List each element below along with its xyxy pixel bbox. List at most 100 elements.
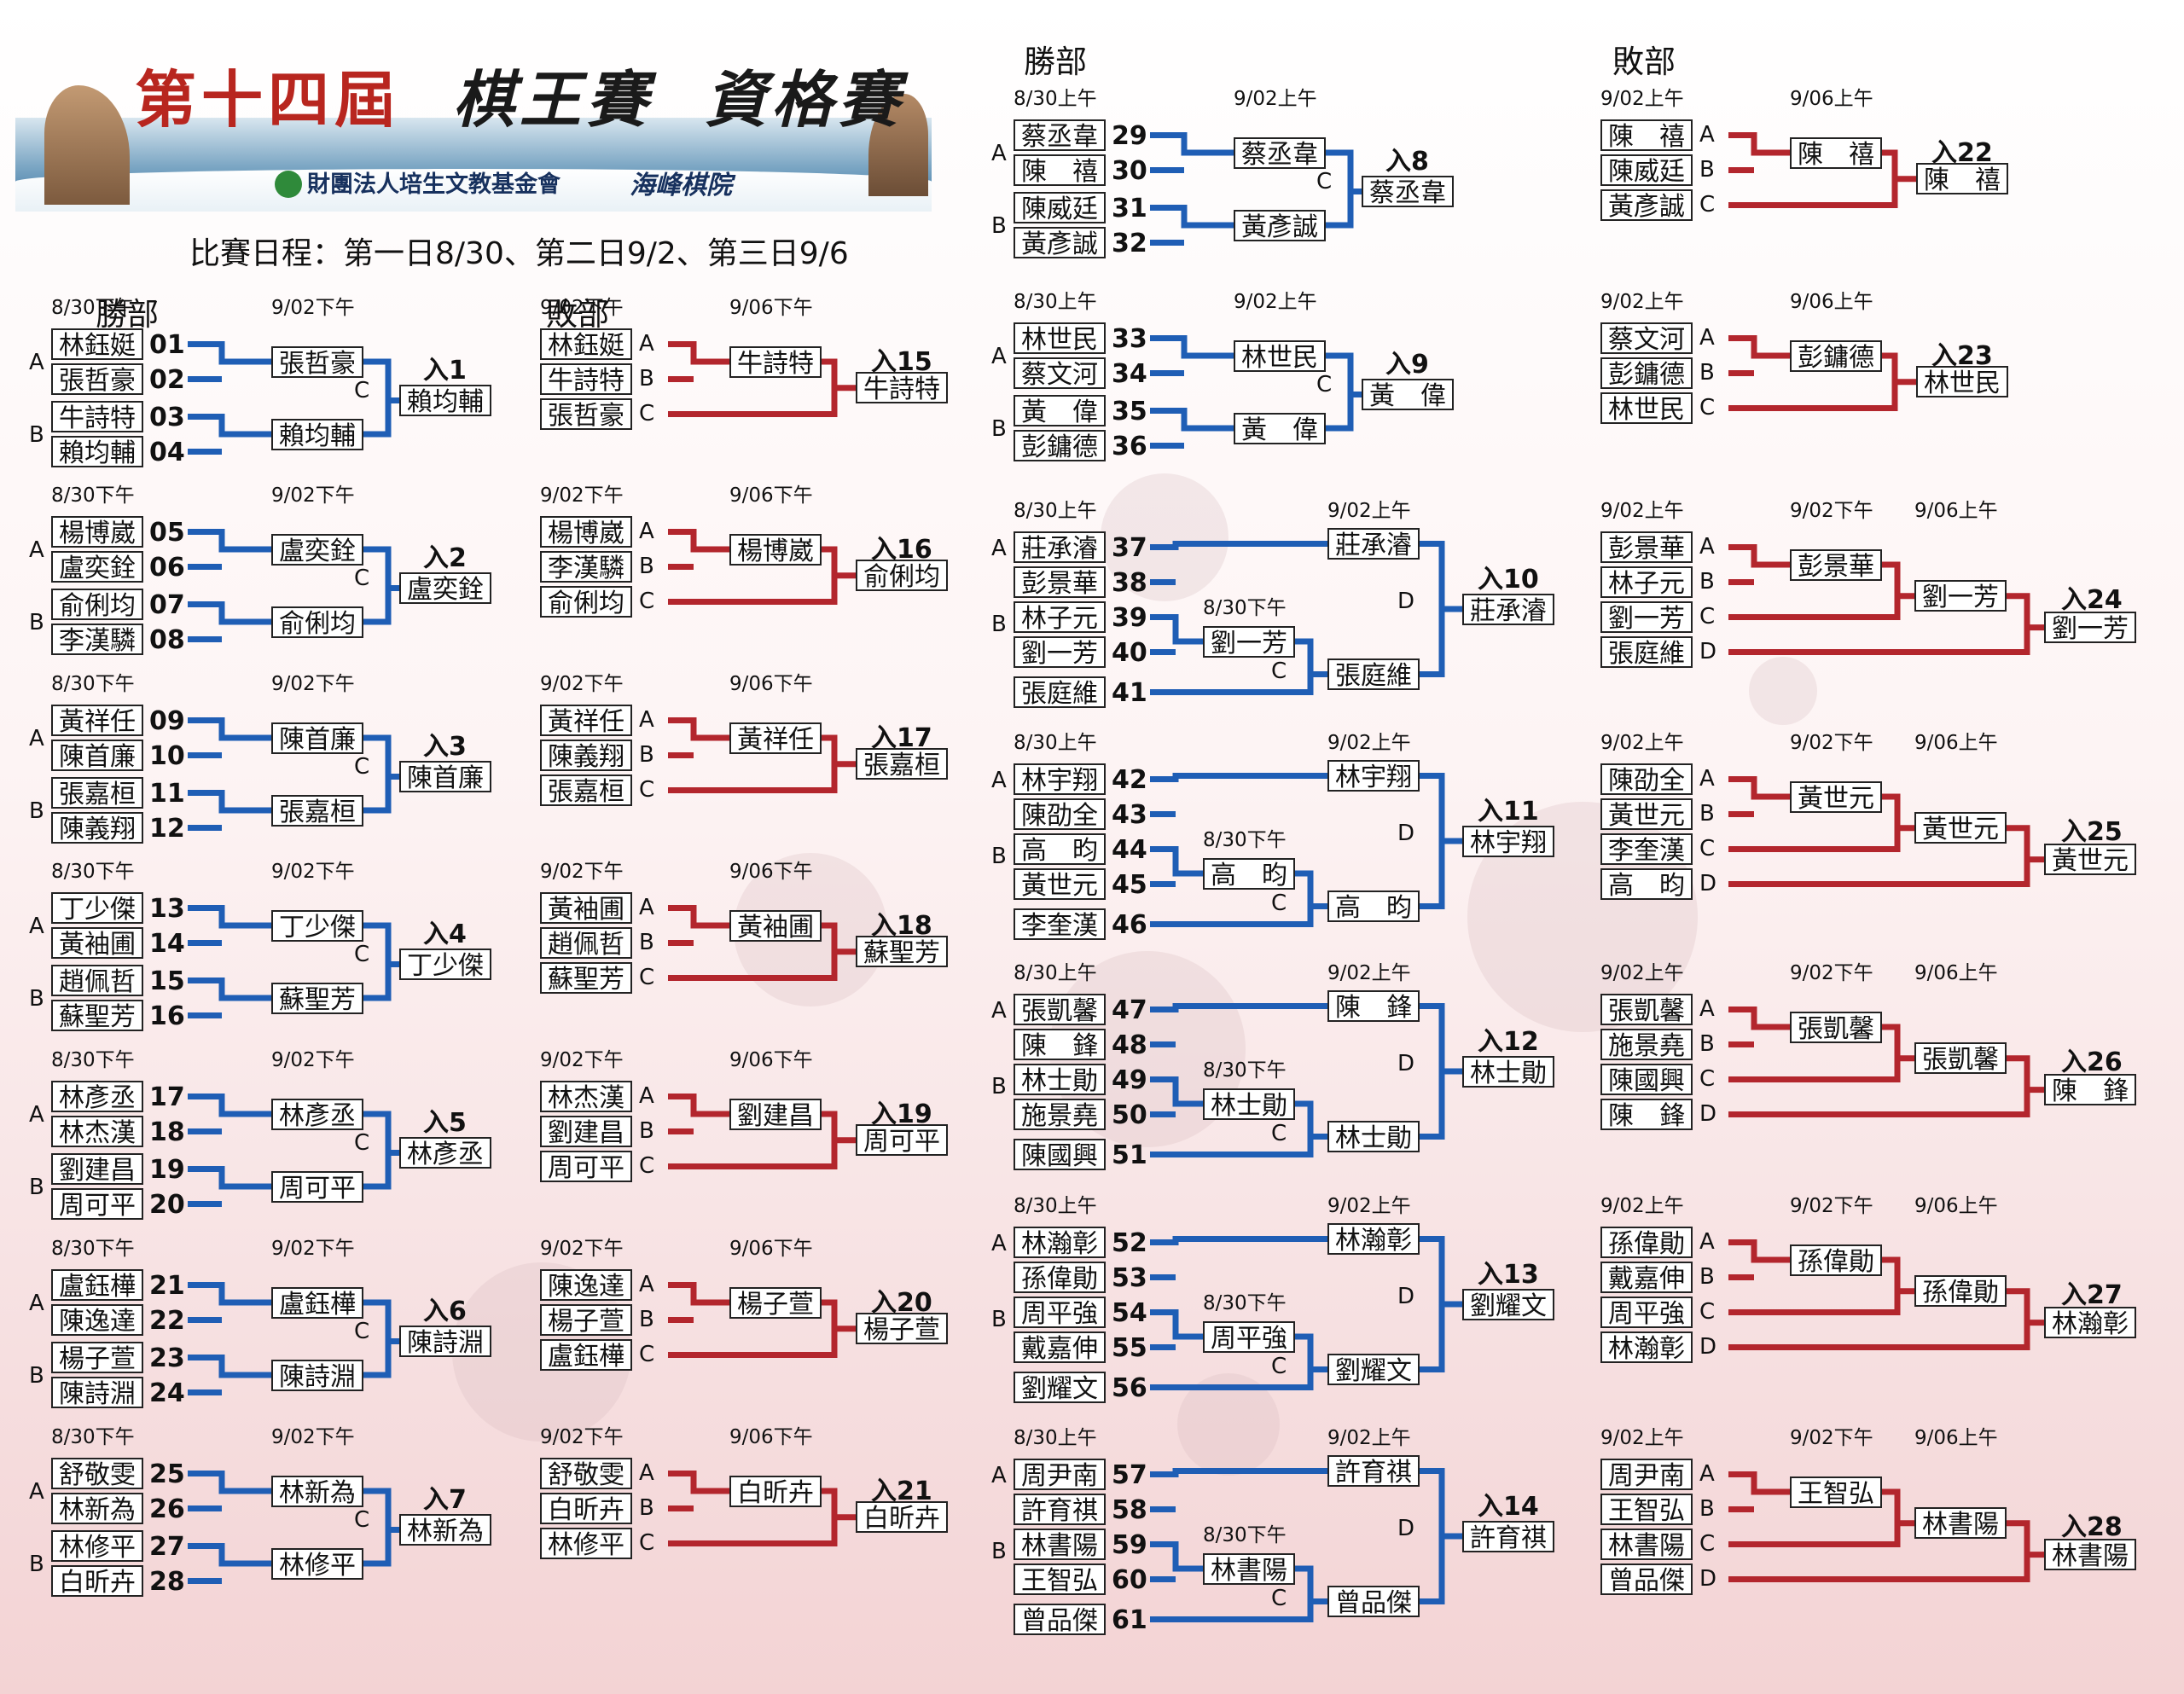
final-name: 林士勛 — [1462, 1055, 1554, 1088]
final-name: 周可平 — [856, 1124, 948, 1157]
seed-number: 53 — [1112, 1263, 1147, 1293]
match-letter: C — [354, 1129, 370, 1156]
winner-name: 陳首廉 — [271, 722, 363, 754]
bracket-line — [1420, 1468, 1445, 1604]
player-name: 施景堯 — [1600, 1029, 1693, 1060]
seed-number: 48 — [1112, 1030, 1147, 1060]
player-name: 林士勛 — [1014, 1064, 1106, 1095]
final-name: 林世民 — [1916, 366, 2008, 398]
player-name: 高 昀 — [1600, 868, 1693, 900]
player-name: 陳劭全 — [1014, 798, 1106, 830]
player-name: 陳威廷 — [1600, 154, 1693, 186]
match-letter: A — [1699, 1229, 1715, 1255]
winner-name: 孫偉勛 — [1914, 1275, 2007, 1308]
seed-number: 03 — [149, 403, 185, 432]
round-date: 8/30上午 — [1014, 732, 1097, 754]
seed-number: 55 — [1112, 1333, 1147, 1363]
bracket-line — [1728, 132, 1790, 156]
bracket-line — [188, 1094, 271, 1117]
seed-number: 07 — [149, 590, 185, 620]
winner-name: 張哲豪 — [271, 345, 363, 378]
round-date: 9/06上午 — [1914, 1195, 1998, 1217]
seed-number: 23 — [149, 1343, 185, 1373]
bracket-line — [1295, 870, 1327, 909]
winner-name: 林書陽 — [1203, 1552, 1295, 1585]
match-letter: B — [639, 554, 654, 579]
bracket-line — [1728, 825, 2030, 887]
seed-number: 60 — [1112, 1565, 1147, 1595]
winner-name: 劉一芳 — [1203, 625, 1295, 658]
section-heading: 勝部 — [1024, 44, 1087, 80]
group-letter: A — [29, 350, 44, 375]
match-letter: C — [1271, 1121, 1287, 1146]
winner-name: 王智弘 — [1790, 1476, 1882, 1508]
winner-name: 孫偉勛 — [1790, 1244, 1882, 1276]
match-letter: B — [1699, 569, 1715, 595]
bracket-line — [188, 1282, 271, 1306]
group-letter: B — [991, 1539, 1007, 1564]
seed-number: 38 — [1112, 568, 1147, 598]
bracket-line — [1728, 1024, 1901, 1082]
player-name: 蘇聖芳 — [540, 962, 632, 994]
match-letter: A — [639, 1460, 654, 1486]
seed-number: 41 — [1112, 678, 1147, 708]
clover-logo-icon — [275, 171, 302, 198]
seed-number: 45 — [1112, 870, 1147, 900]
bracket-line — [1420, 1003, 1445, 1140]
final-name: 陳 禧 — [1916, 163, 2008, 195]
player-name: 盧鈺樺 — [540, 1339, 632, 1371]
bracket-line — [1295, 1565, 1327, 1604]
match-letter: D — [1699, 639, 1717, 664]
seed-number: 52 — [1112, 1228, 1147, 1258]
qualifier-label: 入13 — [1478, 1260, 1539, 1290]
winner-name: 陳 禧 — [1790, 136, 1882, 169]
player-name: 俞俐均 — [540, 586, 632, 618]
player-name: 林修平 — [51, 1530, 143, 1562]
seed-number: 01 — [149, 330, 185, 360]
winner-name: 盧奕銓 — [271, 533, 363, 566]
winner-name: 彭景華 — [1790, 548, 1882, 581]
winner-name: 彭鏞德 — [1790, 339, 1882, 372]
bracket-line — [188, 601, 271, 625]
qualifier-label: 入11 — [1478, 797, 1539, 827]
winner-name: 牛詩特 — [729, 345, 822, 378]
bracket-line — [1150, 1003, 1327, 1012]
qualifier-label: 入22 — [1931, 137, 1993, 168]
seed-number: 20 — [149, 1190, 185, 1220]
seed-number: 37 — [1112, 533, 1147, 563]
winner-name: 張庭維 — [1327, 658, 1420, 690]
seed-number: 30 — [1112, 156, 1147, 186]
bracket-line — [188, 717, 271, 741]
seed-number: 36 — [1112, 432, 1147, 461]
bracket-line — [1150, 541, 1327, 550]
bracket-line — [1728, 1055, 2030, 1117]
bracket-line — [1150, 1541, 1203, 1572]
final-name: 蔡丞韋 — [1362, 176, 1454, 207]
seed-number: 49 — [1112, 1065, 1147, 1095]
match-letter: B — [1699, 1496, 1715, 1522]
final-name: 陳詩淵 — [399, 1326, 491, 1357]
player-name: 曾品傑 — [1600, 1563, 1693, 1595]
seed-number: 21 — [149, 1271, 185, 1301]
match-letter: C — [354, 1506, 370, 1533]
match-letter: B — [639, 366, 654, 392]
round-date: 9/02上午 — [1600, 962, 1684, 984]
round-date: 9/02下午 — [1790, 1427, 1873, 1449]
seed-number: 31 — [1112, 194, 1147, 223]
bracket-line — [668, 1471, 729, 1494]
match-letter: C — [1699, 604, 1716, 629]
bracket-line — [188, 341, 271, 365]
seed-number: 34 — [1112, 359, 1147, 389]
bracket-line — [1150, 1076, 1203, 1107]
round-date: 8/30下午 — [1203, 1292, 1287, 1314]
winner-name: 周平強 — [1203, 1320, 1295, 1353]
match-letter: A — [1699, 766, 1715, 792]
bracket-line — [188, 529, 271, 553]
match-letter: D — [1699, 1334, 1717, 1360]
match-letter: B — [1699, 360, 1715, 386]
mountain-decor — [868, 94, 928, 196]
player-name: 王智弘 — [1600, 1494, 1693, 1525]
group-letter: B — [29, 1363, 44, 1389]
group-letter: B — [991, 1074, 1007, 1099]
match-letter: D — [1397, 1516, 1415, 1541]
